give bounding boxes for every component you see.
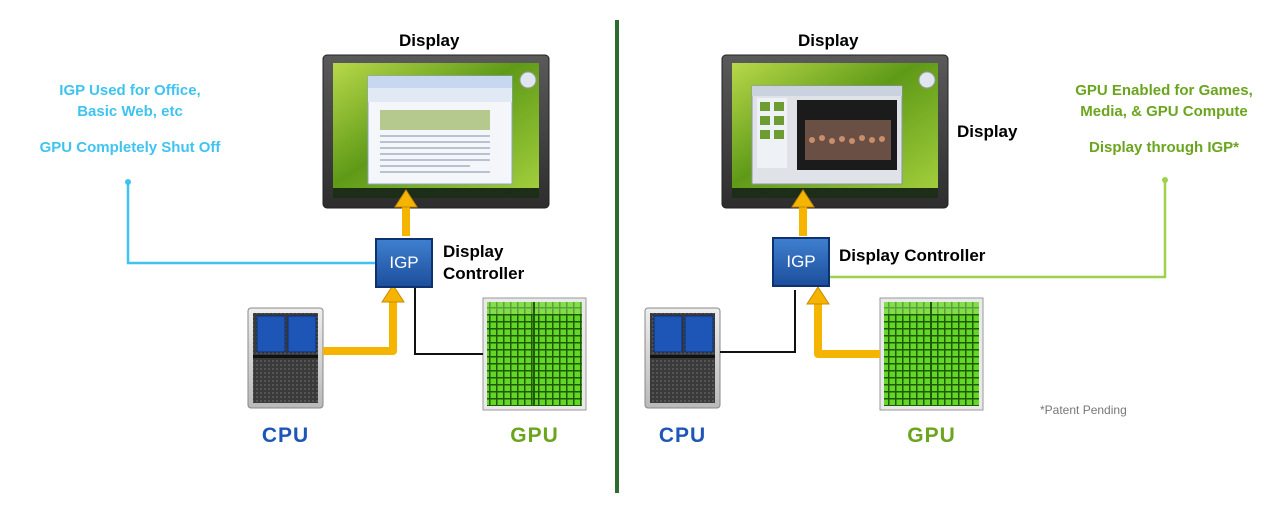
left-monitor	[322, 54, 550, 209]
left-gpu-label: GPU	[510, 424, 559, 447]
right-note-line1: GPU Enabled for Games,	[1075, 82, 1253, 99]
left-cpu-label: CPU	[261, 424, 310, 447]
right-monitor	[721, 54, 949, 209]
left-note-line3: GPU Completely Shut Off	[39, 139, 221, 156]
right-note-line2: Media, & GPU Compute	[1080, 103, 1248, 120]
left-note-line1: IGP Used for Office,	[59, 82, 201, 99]
right-display-label-top: Display	[798, 31, 859, 50]
left-gpu-line	[414, 288, 483, 355]
right-gpu-label: GPU	[907, 424, 956, 447]
left-gpu-chip	[482, 297, 587, 411]
left-cpu-to-igp-arrow	[323, 300, 397, 355]
right-note-connector	[828, 180, 1167, 279]
left-note-line2: Basic Web, etc	[77, 103, 183, 120]
right-gpu-to-igp-arrow	[814, 302, 880, 358]
right-cpu-chip	[644, 307, 721, 409]
left-display-label: Display	[399, 31, 460, 50]
right-igp-box: IGP	[772, 237, 830, 287]
right-igp-label: IGP	[786, 252, 816, 271]
right-note-line3: Display through IGP*	[1088, 139, 1239, 156]
right-gpu-chip	[879, 297, 984, 411]
right-note: GPU Enabled for Games, Media, & GPU Comp…	[1052, 80, 1276, 158]
left-controller-label: Display Controller	[443, 241, 524, 285]
left-igp-box: IGP	[375, 238, 433, 288]
left-igp-label: IGP	[389, 253, 419, 272]
right-controller-label: Display Controller	[839, 246, 986, 265]
left-controller-line1: Display	[443, 242, 504, 261]
left-note-connector	[126, 182, 375, 265]
left-controller-line2: Controller	[443, 264, 525, 283]
left-cpu-chip	[247, 307, 324, 409]
right-display-label-side: Display	[957, 122, 1018, 141]
left-note: IGP Used for Office, Basic Web, etc GPU …	[20, 80, 240, 158]
patent-note: *Patent Pending	[1040, 403, 1127, 417]
right-cpu-line	[720, 290, 796, 353]
right-cpu-label: CPU	[658, 424, 707, 447]
